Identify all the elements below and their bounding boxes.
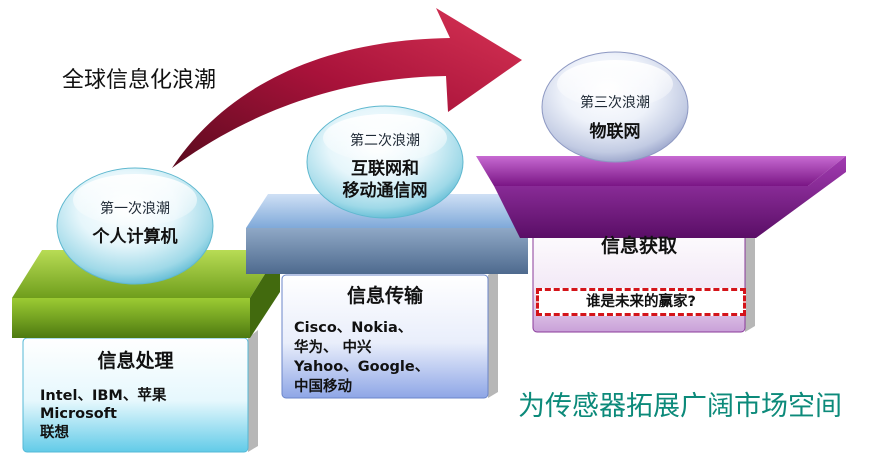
stage2-company-line: 华为、 中兴	[294, 340, 372, 356]
wave1-bubble-gloss	[73, 174, 197, 226]
wave3-topic: 物联网	[589, 122, 641, 142]
stage2-company-line: 中国移动	[294, 379, 352, 395]
stage1-company-line: Microsoft	[40, 406, 117, 422]
step2-panel	[281, 274, 489, 399]
step3-shadow	[745, 216, 755, 332]
stage1-companies: Intel、IBM、苹果 Microsoft 联想	[40, 386, 166, 444]
step3-front	[494, 156, 846, 238]
stage1-company-line: Intel、IBM、苹果	[40, 388, 167, 404]
step3-top	[476, 156, 846, 186]
wave3-bubble-gloss	[557, 60, 673, 108]
wave2-label: 第二次浪潮	[350, 133, 420, 149]
wave2-bubble-gloss	[323, 114, 447, 162]
wave2-topic-line1: 互联网和	[351, 159, 419, 179]
wave3-label: 第三次浪潮	[580, 95, 650, 111]
step2-shadow	[488, 268, 498, 398]
wave-arrow	[172, 8, 522, 168]
wave1-topic: 个人计算机	[92, 227, 178, 247]
step1-shadow	[248, 330, 258, 452]
stage2-company-line: Cisco、Nokia、	[294, 320, 413, 336]
wave1-label: 第一次浪潮	[100, 201, 170, 217]
step2-front	[246, 228, 528, 274]
stage1-company-line: 联想	[40, 425, 69, 441]
stage2-companies: Cisco、Nokia、 华为、 中兴 Yahoo、Google、 中国移动	[294, 318, 429, 396]
wave2-topic-line2: 移动通信网	[342, 181, 428, 201]
stage3-title: 信息获取	[600, 235, 677, 257]
stage2-title: 信息传输	[346, 285, 423, 307]
stage1-title: 信息处理	[97, 350, 174, 372]
stage2-company-line: Yahoo、Google、	[294, 359, 430, 375]
wave-title: 全球信息化浪潮	[62, 68, 217, 93]
step1-front	[12, 298, 250, 338]
tagline: 为传感器拓展广阔市场空间	[518, 391, 842, 422]
stage3-question: 谁是未来的赢家?	[536, 288, 746, 316]
